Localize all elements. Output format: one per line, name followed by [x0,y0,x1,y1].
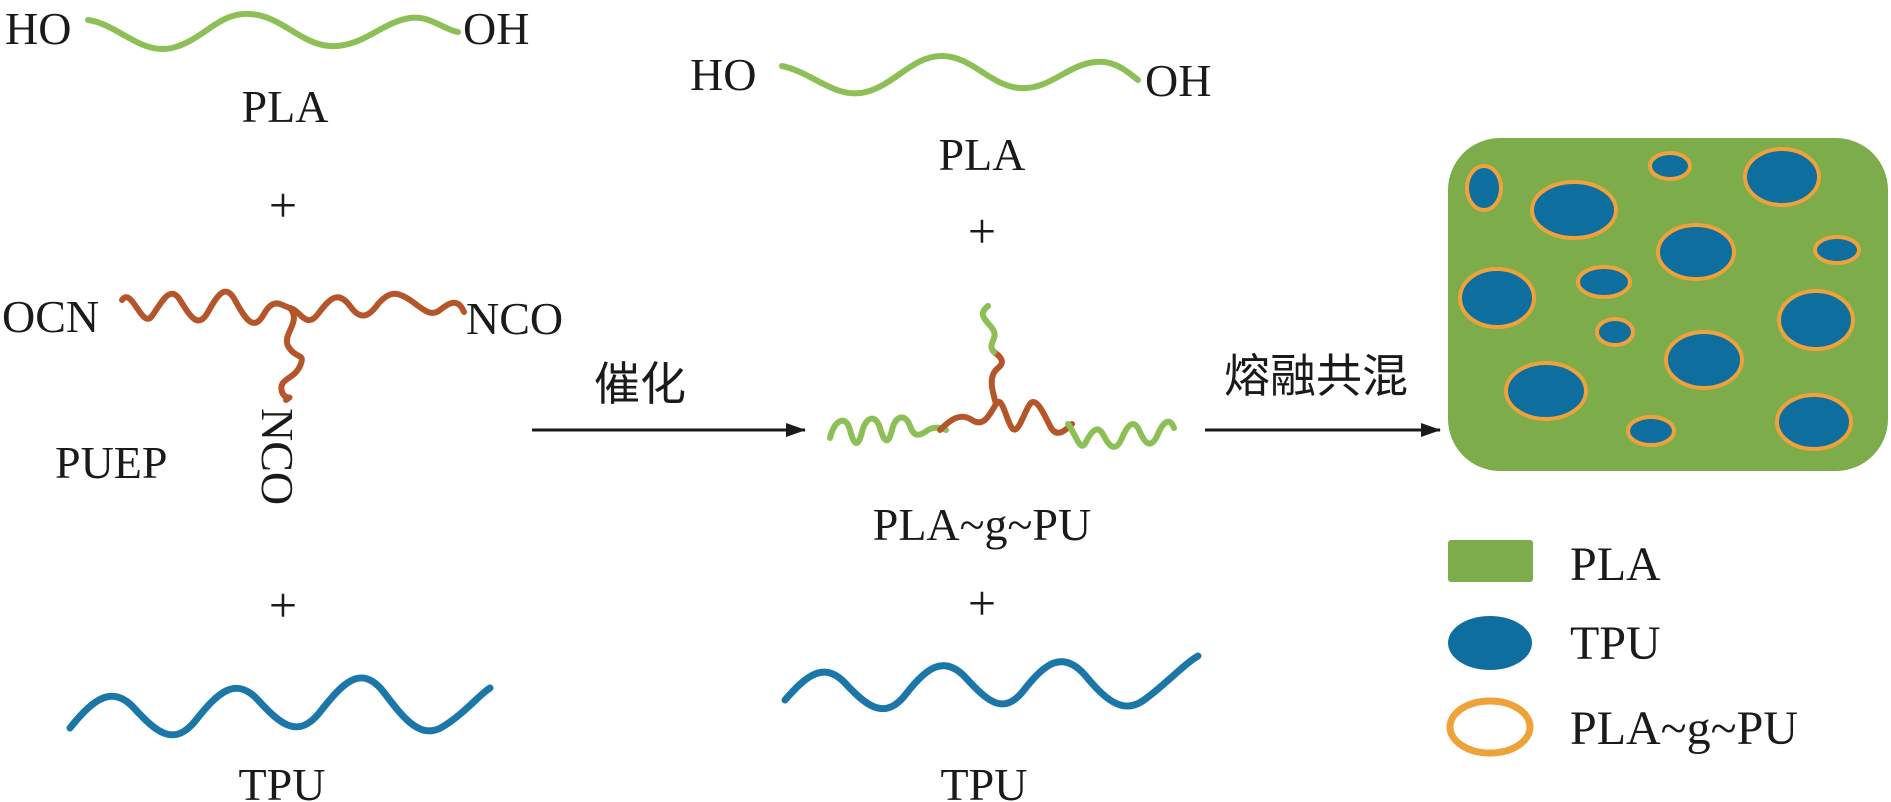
puep-end-right: NCO [466,293,563,344]
tpu-label: TPU [941,759,1028,802]
plus-sign: + [269,177,297,233]
tpu-droplet [1458,267,1536,329]
legend-label-pla: PLA [1570,538,1661,591]
green-rectangle-swatch-icon [1448,540,1533,582]
pla-chain-icon [779,53,1141,97]
tpu-droplet [1504,361,1588,421]
pla-graft-arm-icon [827,414,949,446]
blue-ellipse-swatch-icon [1448,616,1532,670]
tpu-droplet [1664,330,1744,390]
pla-end-left: HO [5,3,71,54]
blend-morphology [1448,138,1888,471]
pla-chain-icon [85,10,461,53]
catalysis-step: 催化 [532,357,806,437]
graft-label: PLA~g~PU [873,499,1091,550]
pla-label: PLA [242,81,329,132]
tpu-droplet [1775,393,1853,451]
pu-backbone-icon [937,398,1075,436]
pla-end-left: HO [690,49,756,100]
puep-label: PUEP [55,437,167,488]
legend-label-graft: PLA~g~PU [1570,702,1798,755]
left-reactants: HO OH PLA + OCN NCO NCO PUEP + TPU [2,3,563,802]
pla-label: PLA [939,129,1026,180]
pla-end-right: OH [1145,55,1211,106]
melt-blending-step: 熔融共混 [1205,349,1441,437]
tpu-droplet [1576,265,1632,299]
tpu-droplet [1595,317,1635,347]
graft-copolymer-icon [827,303,1177,450]
pla-branch-icon [979,303,998,355]
puep-branch-icon [278,305,305,403]
tpu-label: TPU [239,759,326,802]
catalysis-label: 催化 [594,357,686,411]
plus-sign: + [968,203,996,259]
tpu-droplet [1465,164,1503,212]
tpu-droplets [1458,147,1861,451]
puep-end-left: OCN [2,291,99,342]
legend: PLA TPU PLA~g~PU [1446,538,1798,757]
tpu-chain-icon [66,674,494,739]
melt-blending-label: 熔融共混 [1224,349,1408,403]
tpu-droplet [1648,151,1692,181]
pla-graft-arm-icon [1065,418,1177,450]
orange-ring-swatch-icon [1446,697,1534,757]
legend-label-tpu: TPU [1570,617,1661,670]
middle-species: HO OH PLA + PLA~g~PU + TPU [690,49,1211,802]
tpu-droplet [1743,147,1821,207]
pla-end-right: OH [463,3,529,54]
plus-sign: + [269,577,297,633]
tpu-droplet [1656,223,1736,281]
tpu-droplet [1626,415,1676,447]
tpu-droplet [1777,289,1855,351]
plus-sign: + [968,575,996,631]
pu-branch-icon [988,349,1005,407]
tpu-droplet [1813,235,1861,265]
tpu-chain-icon [781,652,1202,713]
puep-end-down: NCO [252,408,303,505]
tpu-droplet [1530,180,1618,240]
